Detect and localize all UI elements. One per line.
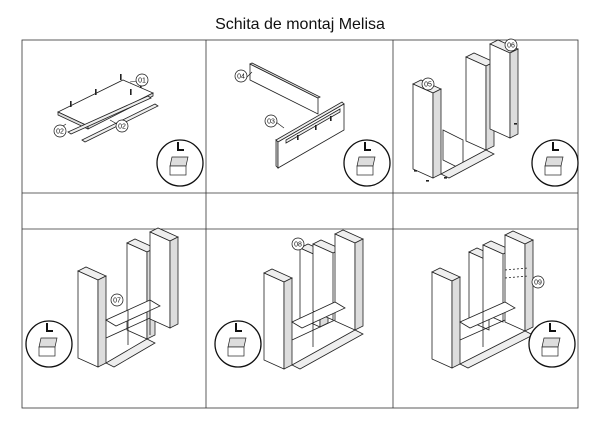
- part-label-07: 07: [113, 298, 121, 305]
- part-label-09: 09: [534, 280, 542, 287]
- grid-lines: [21, 39, 579, 409]
- part-label-06: 06: [507, 43, 515, 50]
- part-label-04: 04: [237, 74, 245, 81]
- step-6-panel: [431, 230, 576, 369]
- hinge-detail-circle: [528, 320, 576, 368]
- step-1-labels: 01 02 02: [53, 73, 149, 138]
- hinge-detail-circle: [214, 320, 262, 368]
- hinge-detail-circle: [25, 320, 73, 368]
- hinge-detail-circle: [531, 139, 579, 187]
- part-label-08: 08: [294, 242, 302, 249]
- step-3-panel: [412, 39, 579, 187]
- part-label-03: 03: [267, 119, 275, 126]
- step-3-labels: 05 06: [421, 38, 518, 91]
- step-4-panel: [25, 227, 179, 368]
- step-2-panel: [245, 62, 391, 187]
- step-4-labels: 07: [110, 293, 124, 307]
- step-5-panel: [214, 229, 364, 370]
- hinge-detail-circle: [343, 139, 391, 187]
- part-label-05: 05: [424, 82, 432, 89]
- part-label-01: 01: [138, 78, 146, 85]
- hinge-detail-circle: [156, 139, 204, 187]
- sheet-title: Schita de montaj Melisa: [215, 16, 385, 33]
- part-label-02a: 02: [56, 129, 64, 136]
- step-1-panel: [57, 74, 204, 187]
- step-5-labels: 08: [291, 237, 305, 251]
- part-label-02b: 02: [118, 124, 126, 131]
- step-2-labels: 04 03: [234, 69, 278, 128]
- step-6-labels: 09: [531, 275, 545, 289]
